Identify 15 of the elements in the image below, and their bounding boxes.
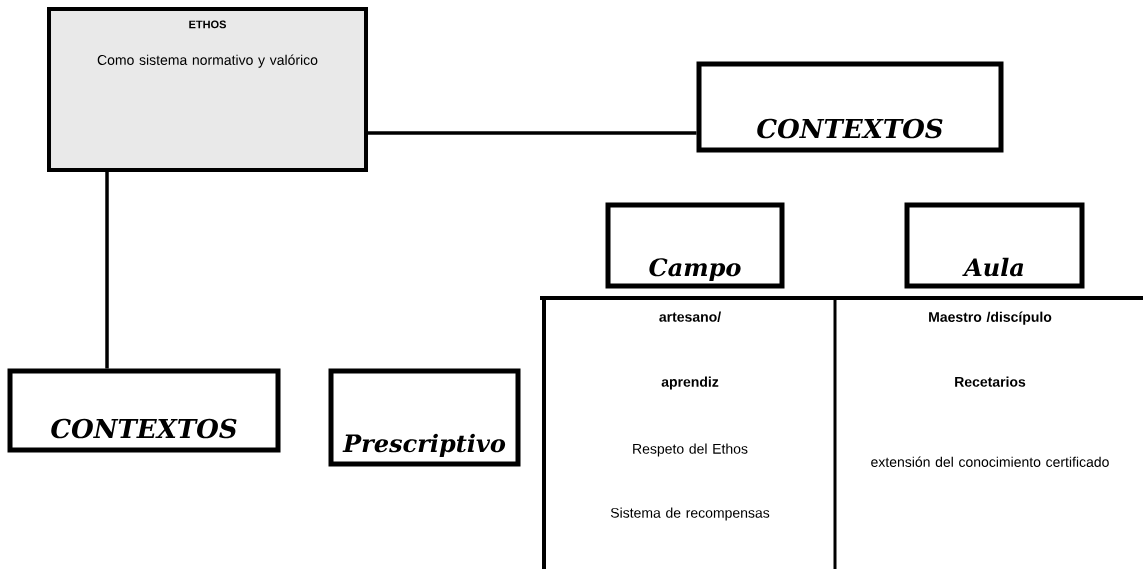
connector-line: [368, 131, 697, 135]
cell-text: Recetarios: [955, 376, 1026, 387]
cell-text: Sistema de recompensas: [610, 507, 770, 521]
category-box: Prescriptivo: [328, 368, 521, 467]
context-box: CONTEXTOS: [7, 368, 281, 453]
cell-text: aprendiz: [661, 376, 719, 390]
cell-text: extensión del conocimiento certificado: [871, 456, 1109, 467]
ethos-box: ETHOS Como sistema normativo y valórico: [47, 7, 368, 172]
cell-text: artesano/: [659, 311, 721, 322]
category-box: Aula: [904, 202, 1085, 289]
connector-line: [105, 172, 109, 369]
cell-text: Maestro /discípulo: [929, 311, 1052, 325]
cell-text: Respeto del Ethos: [633, 443, 748, 457]
category-box: Campo: [605, 202, 785, 289]
context-box: CONTEXTOS: [696, 61, 1004, 153]
